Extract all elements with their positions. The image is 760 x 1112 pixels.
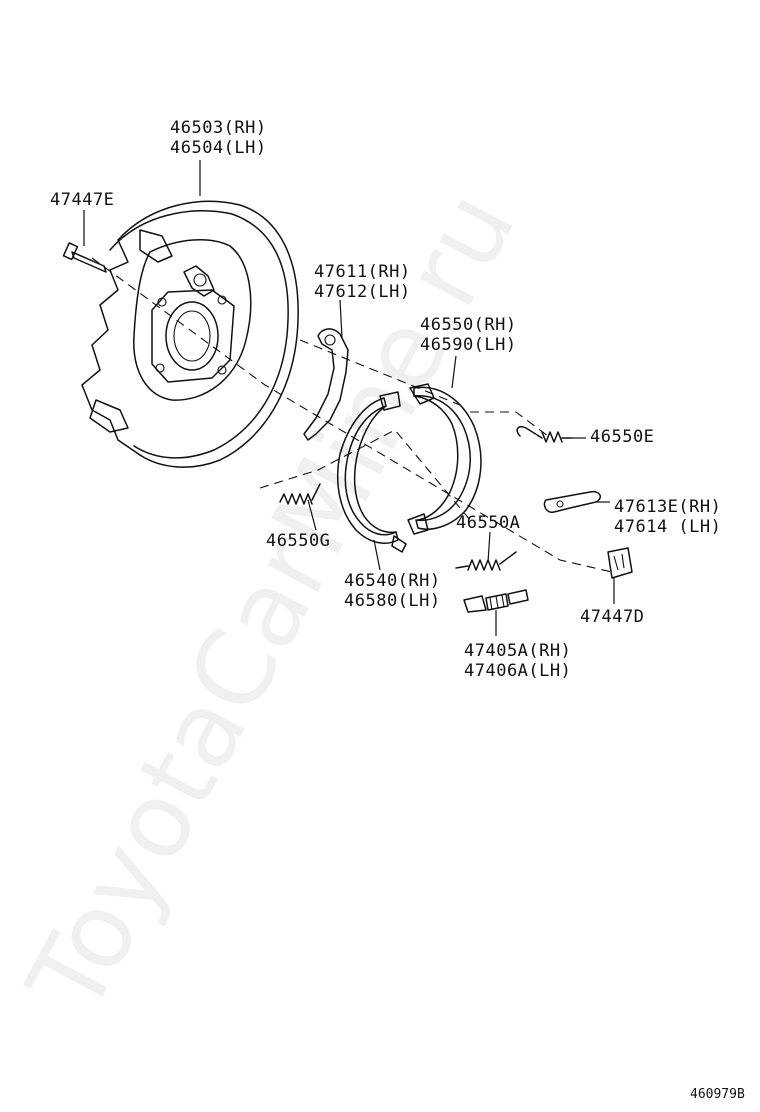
rear-brake-shoe (337, 391, 407, 553)
label-46580: 46580(LH) (344, 591, 441, 611)
backing-plate (81, 200, 299, 468)
boot-47447d (607, 547, 633, 579)
front-brake-shoe (407, 383, 482, 535)
label-47612: 47612(LH) (314, 282, 411, 302)
leader-lines (83, 160, 615, 636)
label-46550: 46550(RH) (420, 315, 517, 335)
label-46550e: 46550E (590, 427, 654, 447)
spring-46550e (516, 425, 573, 443)
watermark: ToyotaCarMine.ru (4, 172, 539, 1032)
label-46590: 46590(LH) (420, 335, 517, 355)
parking-brake-lever (303, 328, 349, 441)
label-47614: 47614 (LH) (614, 517, 721, 537)
bolt-47447e (62, 242, 107, 273)
label-46550a: 46550A (456, 513, 520, 533)
adjuster-assembly (463, 589, 529, 613)
spring-46550g (279, 483, 321, 505)
part-labels: 46503(RH) 46504(LH) 47447E 47611(RH) 476… (50, 118, 745, 1102)
label-47405a: 47405A(RH) (464, 641, 571, 661)
label-46540: 46540(RH) (344, 571, 441, 591)
spring-46550a (455, 551, 517, 571)
assembly-axis-lines (91, 257, 613, 573)
label-46504: 46504(LH) (170, 138, 267, 158)
label-46550g: 46550G (266, 531, 330, 551)
label-47611: 47611(RH) (314, 262, 411, 282)
label-47613e: 47613E(RH) (614, 497, 721, 517)
label-46503: 46503(RH) (170, 118, 267, 138)
label-47447d: 47447D (580, 607, 644, 627)
figure-code: 460979B (690, 1087, 745, 1102)
label-47406a: 47406A(LH) (464, 661, 571, 681)
strut-47613e (543, 490, 601, 513)
label-47447e: 47447E (50, 190, 114, 210)
